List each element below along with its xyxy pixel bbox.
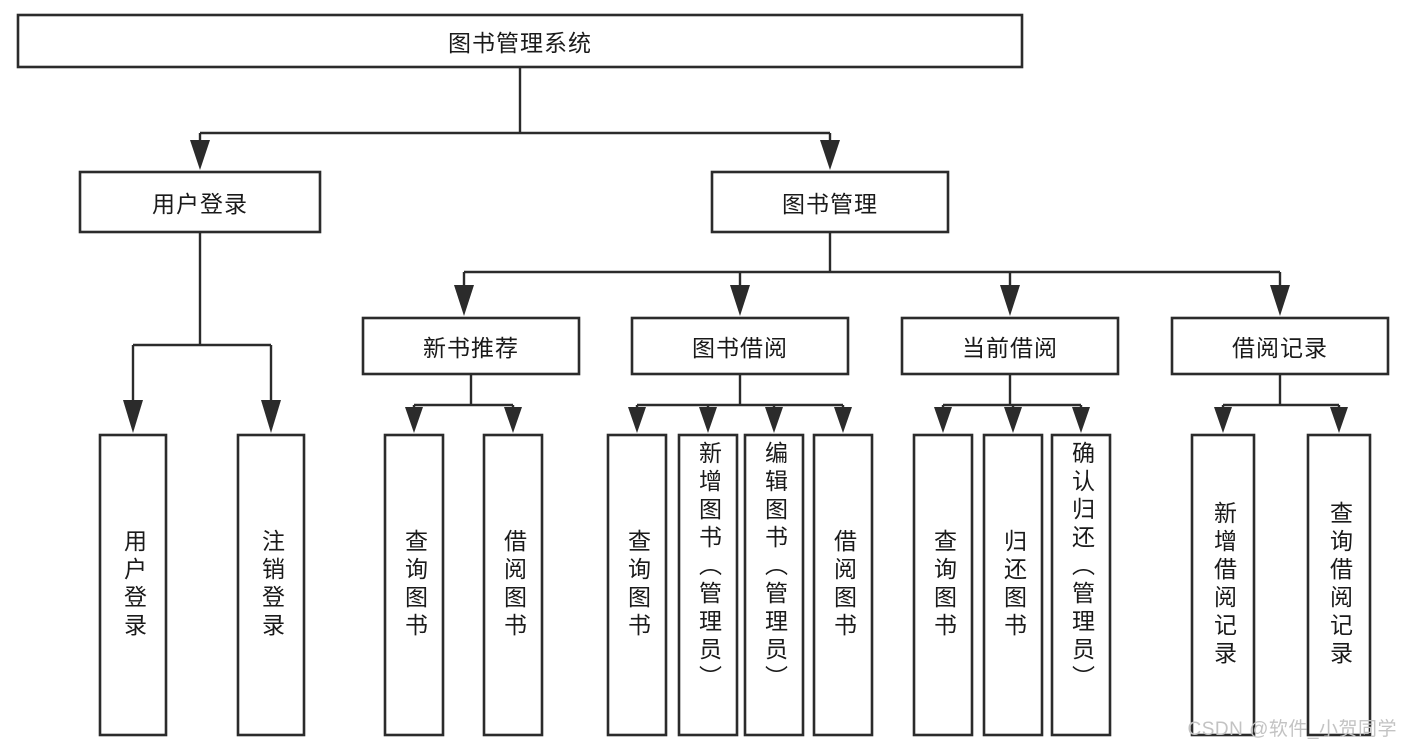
node-box-root[interactable]	[16, 13, 1024, 69]
connector-group-user-login	[123, 232, 281, 433]
leaf-box-user-logout[interactable]	[236, 433, 306, 737]
node-box-book-management[interactable]	[710, 170, 950, 234]
arrow-book-mgmt-to-record	[1270, 285, 1290, 316]
leaf-box-query-book-rec[interactable]	[383, 433, 445, 737]
leaf-box-query-borrow-record[interactable]	[1306, 433, 1372, 737]
arrow-user-login-to-leaf-logout	[261, 400, 281, 433]
connector-group-current-borrow	[934, 374, 1090, 433]
arrow-new-book-to-query	[405, 407, 423, 433]
arrow-new-book-to-borrow	[504, 407, 522, 433]
arrow-borrow-to-lend	[834, 407, 852, 433]
node-box-user-login[interactable]	[78, 170, 322, 234]
node-box-new-book-recommend[interactable]	[361, 316, 581, 376]
arrow-current-to-query	[934, 407, 952, 433]
arrow-user-login-to-leaf-login	[123, 400, 143, 433]
leaf-box-return-book[interactable]	[982, 433, 1044, 737]
node-box-borrow-record[interactable]	[1170, 316, 1390, 376]
arrow-book-mgmt-to-borrow	[730, 285, 750, 316]
arrow-current-to-confirm	[1072, 407, 1090, 433]
connector-group-borrow-book	[628, 374, 852, 433]
arrow-current-to-return	[1004, 407, 1022, 433]
leaf-box-query-book-current[interactable]	[912, 433, 974, 737]
connector-group-new-book	[405, 374, 522, 433]
node-box-current-borrow[interactable]	[900, 316, 1120, 376]
arrow-borrow-to-query	[628, 407, 646, 433]
connector-group-borrow-record	[1214, 374, 1348, 433]
leaf-box-user-login[interactable]	[98, 433, 168, 737]
arrow-borrow-to-add	[699, 407, 717, 433]
arrow-borrow-to-edit	[765, 407, 783, 433]
leaf-box-confirm-return-admin[interactable]	[1050, 433, 1112, 737]
arrow-record-to-add	[1214, 407, 1232, 433]
arrow-book-mgmt-to-current	[1000, 285, 1020, 316]
leaf-box-lend-book[interactable]	[812, 433, 874, 737]
node-box-book-borrow[interactable]	[630, 316, 850, 376]
leaf-box-query-book-borrow[interactable]	[606, 433, 668, 737]
leaf-box-add-book-admin[interactable]	[677, 433, 739, 737]
arrow-book-mgmt-to-new-book	[454, 285, 474, 316]
arrow-root-to-user-login	[190, 140, 210, 170]
connector-group-root	[190, 67, 840, 170]
leaf-box-add-borrow-record[interactable]	[1190, 433, 1256, 737]
leaf-box-edit-book-admin[interactable]	[743, 433, 805, 737]
connector-group-book-mgmt	[454, 232, 1290, 316]
arrow-record-to-query	[1330, 407, 1348, 433]
leaf-box-borrow-book-rec[interactable]	[482, 433, 544, 737]
arrow-root-to-book-mgmt	[820, 140, 840, 170]
